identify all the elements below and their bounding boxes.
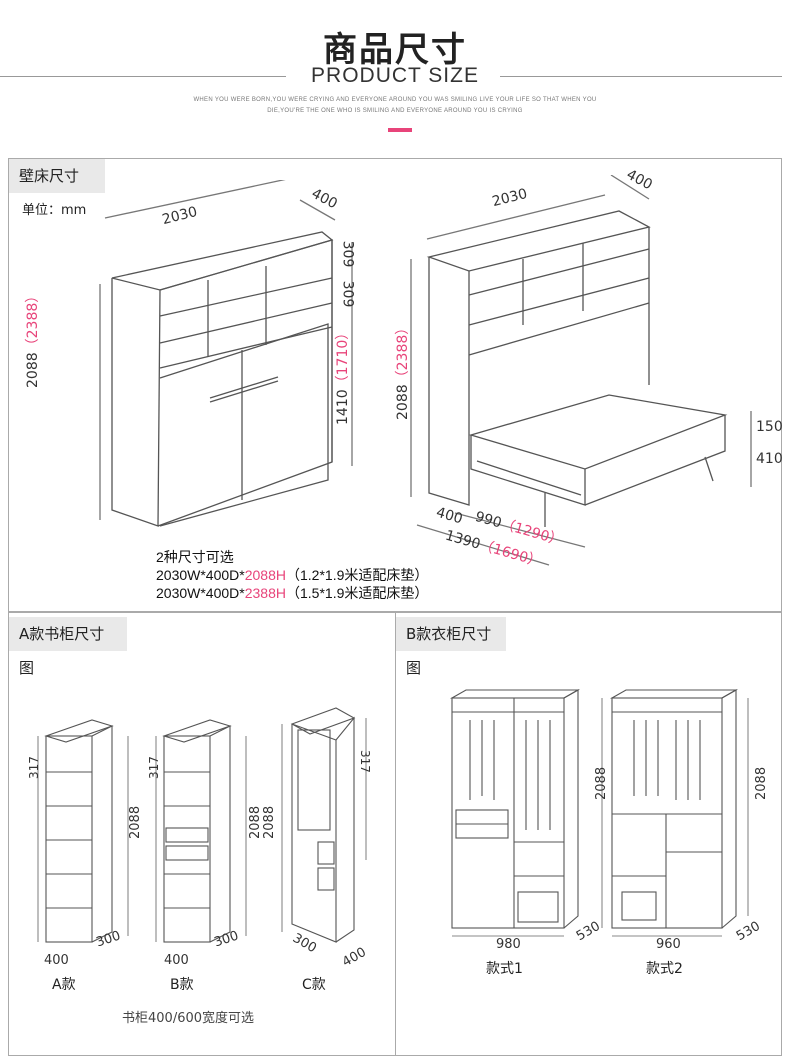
size-option-2: 2030W*400D*2388H（1.5*1.9米适配床垫） — [156, 584, 428, 602]
left-shelf2-dim: 309 — [339, 280, 356, 308]
option-1-height: 2088H — [244, 567, 286, 583]
bed-size-panel — [8, 158, 782, 612]
left-height-value: 2088 — [25, 352, 41, 388]
bookcase-b-height: 2088 — [248, 805, 263, 839]
bookcase-b-width: 400 — [164, 953, 189, 968]
wardrobe-1-height: 2088 — [594, 766, 609, 800]
option-1-prefix: 2030W*400D* — [156, 567, 245, 583]
bed-height-dim: 410 — [756, 451, 783, 467]
bookcase-label: A款书柜尺寸图 — [9, 617, 127, 677]
wardrobe-drawings — [449, 689, 749, 937]
option-2-suffix: （1.5*1.9米适配床垫） — [286, 585, 429, 601]
size-options: 2种尺寸可选 2030W*400D*2088H（1.2*1.9米适配床垫） 20… — [156, 548, 428, 602]
unit-label: 单位：mm — [22, 203, 87, 218]
page-subtitle: PRODUCT SIZE — [311, 64, 479, 87]
right-height-value: 2088 — [395, 384, 411, 420]
bookcase-c-top: 317 — [358, 750, 372, 773]
wardrobe-label: B款衣柜尺寸图 — [396, 617, 506, 677]
left-height-dim: 2088（2388） — [22, 289, 42, 388]
door-height-value: 1410 — [335, 389, 351, 425]
page-title: 商品尺寸 — [323, 30, 467, 70]
door-height-dim: 1410（1710） — [332, 326, 352, 425]
option-1-suffix: （1.2*1.9米适配床垫） — [286, 567, 429, 583]
size-option-1: 2030W*400D*2088H（1.2*1.9米适配床垫） — [156, 566, 428, 584]
wardrobe-2-width: 960 — [656, 937, 681, 952]
bookcase-a-top: 317 — [27, 756, 41, 779]
title-divider-left — [0, 76, 286, 77]
wardrobe-1-caption: 款式1 — [486, 961, 523, 977]
wall-bed-closed-drawing — [99, 180, 353, 527]
option-2-prefix: 2030W*400D* — [156, 585, 245, 601]
right-height-alt: （2388） — [395, 320, 411, 385]
bookcase-c-height: 2088 — [262, 805, 277, 839]
wall-bed-open-drawing — [410, 175, 752, 566]
wardrobe-2-height: 2088 — [754, 766, 769, 800]
bookcase-a-width: 400 — [44, 953, 69, 968]
bookcase-b-caption: B款 — [170, 977, 194, 993]
title-divider-right — [500, 76, 782, 77]
option-2-height: 2388H — [244, 585, 286, 601]
bed-size-label: 壁床尺寸 — [9, 159, 105, 193]
bookcase-drawings — [37, 707, 367, 943]
door-height-alt: （1710） — [335, 325, 351, 390]
size-options-title: 2种尺寸可选 — [156, 549, 234, 565]
bookcase-c-caption: C款 — [302, 977, 326, 993]
wardrobe-2-caption: 款式2 — [646, 961, 683, 977]
tagline-line-2: DIE,YOU'RE THE ONE WHO IS SMILING AND EV… — [267, 108, 523, 114]
bookcase-a-height: 2088 — [128, 805, 143, 839]
left-height-alt: （2388） — [25, 288, 41, 353]
bookcase-width-note: 书柜400/600宽度可选 — [122, 1011, 255, 1026]
bookcase-a-caption: A款 — [52, 977, 76, 993]
accent-bar — [388, 128, 412, 132]
bookcase-b-top: 317 — [147, 756, 161, 779]
right-height-dim: 2088（2388） — [392, 321, 412, 420]
mattress-dim: 150 — [756, 419, 783, 435]
wardrobe-1-width: 980 — [496, 937, 521, 952]
left-shelf1-dim: 309 — [339, 240, 356, 268]
tagline-line-1: WHEN YOU WERE BORN,YOU WERE CRYING AND E… — [193, 97, 597, 103]
